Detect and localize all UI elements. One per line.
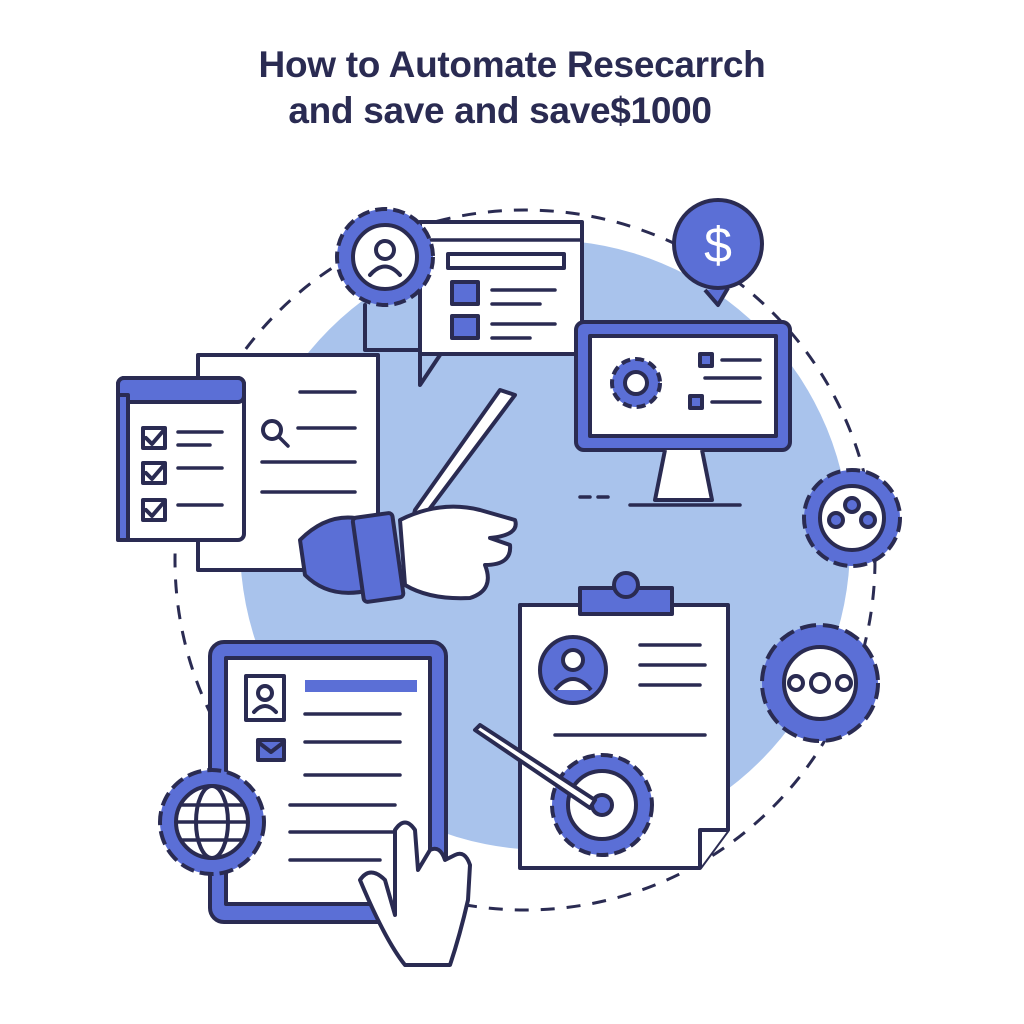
monitor-icon (574, 320, 792, 507)
dollar-symbol: $ (704, 217, 732, 273)
connect-gear-icon (760, 623, 880, 743)
page-subtitle: and save and save$1000 (288, 90, 712, 131)
hand-pen-icon (298, 388, 518, 604)
profile-clipboard-icon (473, 571, 730, 870)
checklist-card-icon (116, 376, 246, 542)
checklist-window-icon (418, 220, 584, 356)
user-gear-icon (335, 207, 442, 387)
globe-gear-icon (158, 768, 266, 876)
page-title: How to Automate Resecarrch (258, 44, 766, 85)
team-gear-icon (802, 468, 902, 568)
dollar-bubble-icon: $ (672, 198, 764, 307)
tablet-profile-icon (208, 640, 472, 967)
